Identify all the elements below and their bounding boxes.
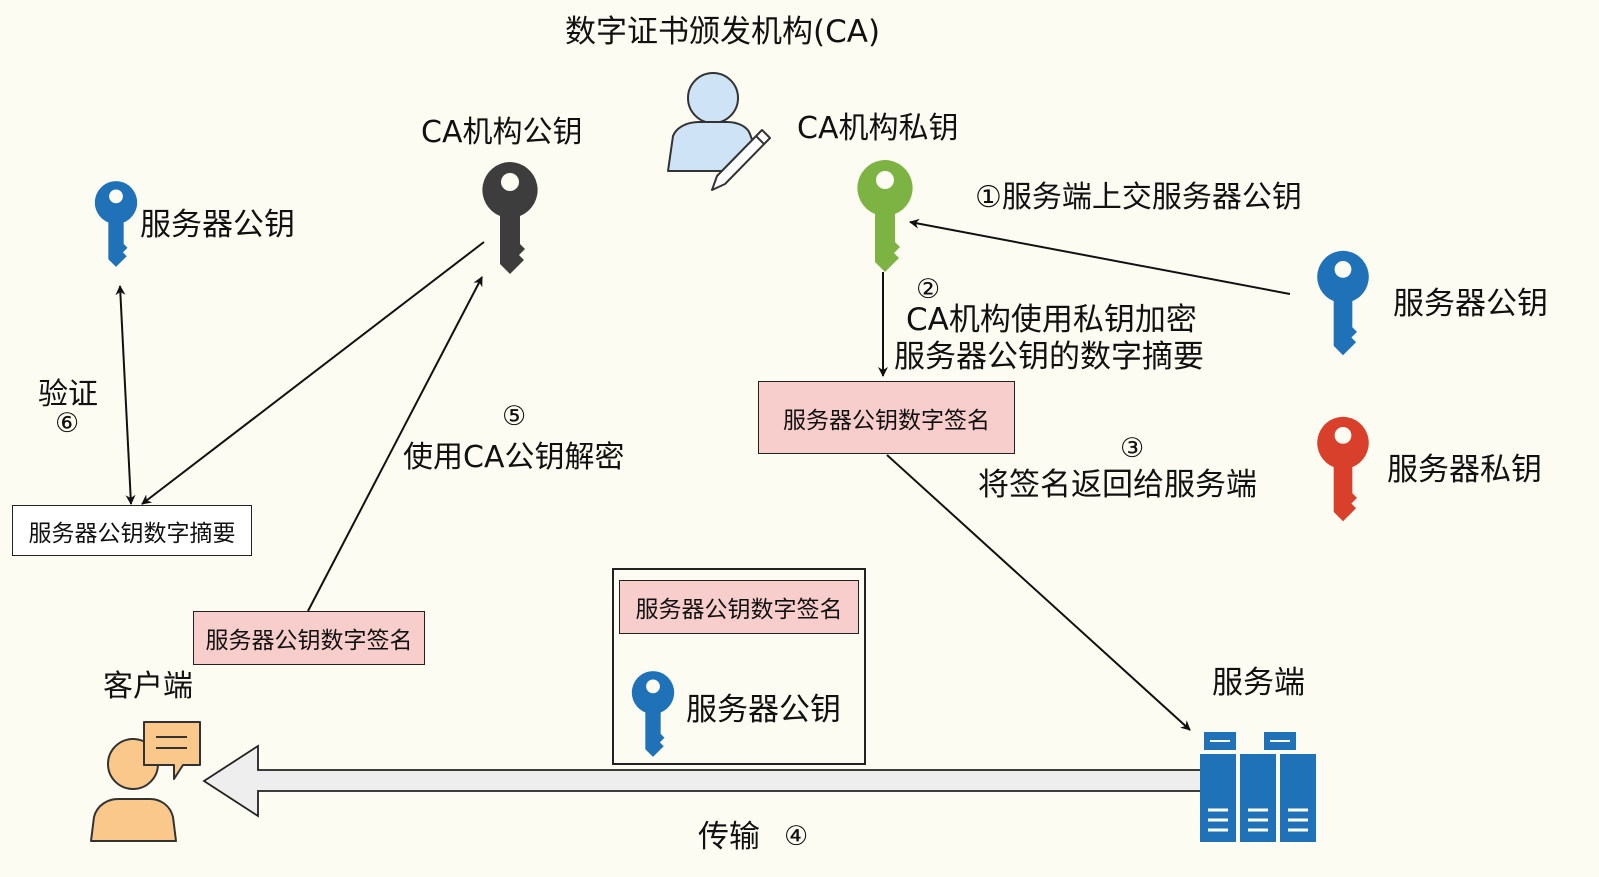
client-person-icon [90,721,201,842]
left-server-public-key-label: 服务器公钥 [140,207,295,243]
step3-number: ③ [1120,433,1145,464]
server-private-key-label: 服务器私钥 [1387,452,1542,488]
arrow-step1 [909,218,1291,295]
step4-label: 传输 [698,819,760,855]
bundle-key-label: 服务器公钥 [686,692,841,728]
step2-line1: CA机构使用私钥加密 [906,302,1197,338]
right-server-public-key-label: 服务器公钥 [1393,286,1548,322]
step4-number: ④ [784,821,809,852]
ca-public-key-icon [482,162,538,274]
right-server-public-key-icon [1317,250,1369,356]
step1-label: ①服务端上交服务器公钥 [975,180,1302,215]
digest-box: 服务器公钥数字摘要 [12,505,252,556]
ca-public-key-label: CA机构公钥 [421,115,583,150]
certificate-bundle: 服务器公钥数字签名 服务器公钥 [612,568,866,765]
left-server-public-key-icon [94,181,138,267]
signature-box-left: 服务器公钥数字签名 [193,611,425,665]
signature-box-top: 服务器公钥数字签名 [758,381,1015,454]
arrow-ca-to-digest [141,241,485,505]
ca-private-key-label: CA机构私钥 [797,111,959,146]
ca-title: 数字证书颁发机构(CA) [565,14,881,50]
server-rack-icon [1200,732,1316,842]
ca-private-key-icon [857,160,913,272]
bundle-signature-box: 服务器公钥数字签名 [619,580,859,634]
client-label: 客户端 [103,669,193,704]
step5-number: ⑤ [502,401,527,432]
step2-line2: 服务器公钥的数字摘要 [894,339,1204,375]
verify-step-number: ⑥ [55,408,80,439]
server-private-key-icon [1317,416,1369,522]
transport-arrow [202,744,1203,818]
server-label: 服务端 [1212,665,1305,701]
step5-label: 使用CA公钥解密 [403,440,625,475]
arrow-verify [115,285,136,505]
step2-number: ② [916,274,941,305]
arrow-step3 [886,454,1191,731]
arrow-step5 [307,276,483,612]
ca-person-icon [667,72,771,191]
bundle-server-public-key-icon [631,671,675,757]
step3-label: 将签名返回给服务端 [978,467,1257,503]
verify-label: 验证 [38,377,98,412]
